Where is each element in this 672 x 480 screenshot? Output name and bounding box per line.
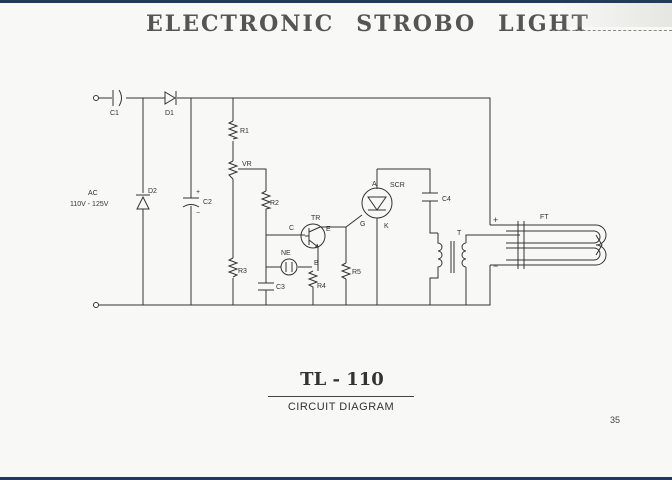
circuit-diagram: C1 D1 D2 + C2 − R1 VR R3 bbox=[70, 89, 607, 308]
ft-minus-label: − bbox=[493, 261, 498, 271]
anode-node-wire bbox=[377, 168, 438, 234]
vr-potentiometer bbox=[227, 160, 239, 180]
d1-label: D1 bbox=[165, 110, 174, 117]
circuit-diagram-caption: CIRCUIT DIAGRAM bbox=[287, 401, 395, 413]
t-trigger-transformer bbox=[429, 233, 520, 305]
scr-gate-label: G bbox=[360, 221, 365, 228]
ft-label: FT bbox=[540, 214, 549, 221]
ft-plus-label: + bbox=[493, 215, 498, 225]
scr-label: SCR bbox=[390, 182, 405, 189]
ac-label: AC bbox=[88, 190, 98, 197]
vr-label: VR bbox=[242, 161, 252, 168]
r5-resistor bbox=[340, 262, 352, 280]
ac-terminal-top bbox=[93, 95, 99, 101]
r2-label: R2 bbox=[270, 200, 279, 207]
scr-anode-label: A bbox=[372, 181, 377, 188]
r4-label: R4 bbox=[317, 283, 326, 290]
title-word-electronic: ELECTRONIC bbox=[146, 11, 335, 37]
scr-thyristor bbox=[361, 169, 393, 305]
r2-resistor bbox=[260, 190, 272, 235]
ac-terminal-bottom bbox=[93, 302, 99, 308]
r4-resistor bbox=[307, 270, 319, 305]
r5-label: R5 bbox=[352, 269, 361, 276]
c1-capacitor bbox=[112, 89, 122, 107]
r1-label: R1 bbox=[240, 128, 249, 135]
tr-collector-label: C bbox=[289, 225, 294, 232]
c3-label: C3 bbox=[276, 284, 285, 291]
ne-label: NE bbox=[281, 250, 291, 257]
c4-capacitor bbox=[422, 192, 438, 202]
d2-diode bbox=[136, 194, 150, 210]
ft-flash-tube bbox=[490, 221, 607, 269]
c4-label: C4 bbox=[442, 196, 451, 203]
top-rail-wire bbox=[98, 97, 491, 225]
c2-capacitor bbox=[182, 197, 200, 208]
tr-transistor bbox=[300, 223, 326, 249]
tr-emitter-label: E bbox=[326, 226, 331, 233]
r1-resistor bbox=[227, 120, 239, 140]
vr-wiper bbox=[238, 168, 267, 191]
title-dashed-tail bbox=[552, 30, 672, 31]
scan-smudge bbox=[560, 3, 672, 27]
tr-label: TR bbox=[311, 215, 320, 222]
caption-rule bbox=[268, 396, 414, 397]
c3-capacitor bbox=[258, 282, 274, 291]
model-number: TL - 110 bbox=[300, 369, 384, 390]
d1-diode bbox=[164, 91, 177, 105]
scr-cathode-label: K bbox=[384, 223, 389, 230]
title-word-strobo: STROBO bbox=[356, 11, 477, 37]
collector-node-wire bbox=[265, 234, 305, 305]
c2-minus-label: − bbox=[196, 210, 200, 217]
c2-plus-label: + bbox=[196, 189, 200, 196]
c1-label: C1 bbox=[110, 110, 119, 117]
r3-resistor bbox=[227, 257, 239, 278]
ne-neon-lamp bbox=[266, 258, 298, 276]
d2-label: D2 bbox=[148, 188, 157, 195]
bottom-rail-wire bbox=[98, 265, 491, 306]
c2-label: C2 bbox=[203, 199, 212, 206]
tr-base-label: B bbox=[314, 260, 319, 267]
base-wire bbox=[298, 247, 319, 271]
page-number: 35 bbox=[610, 415, 621, 425]
ac-voltage-label: 110V - 125V bbox=[70, 201, 109, 208]
t-label: T bbox=[457, 230, 462, 237]
r3-label: R3 bbox=[238, 268, 247, 275]
